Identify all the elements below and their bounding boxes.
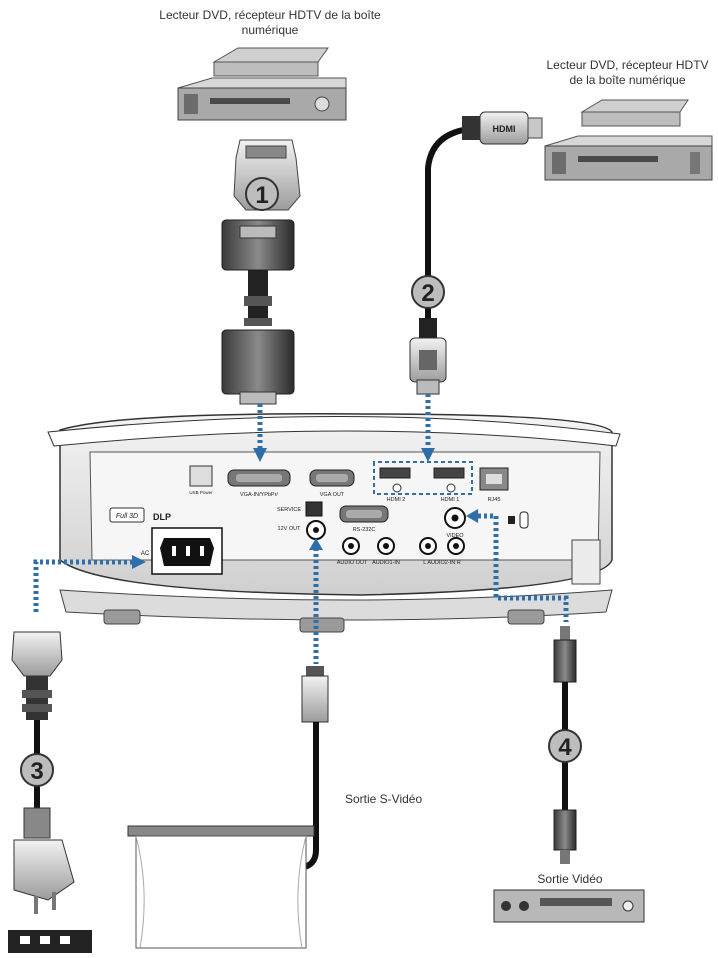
video-arrow-icon bbox=[466, 509, 478, 523]
callout-2-number: 2 bbox=[421, 280, 434, 307]
vga-in-label: VGA-IN/YPbPr/ bbox=[240, 492, 278, 498]
vga-arrow-icon bbox=[253, 448, 267, 462]
hdmi2-port[interactable] bbox=[379, 467, 411, 479]
dvd-player-top bbox=[177, 47, 347, 121]
hdmi2-label: HDMI 2 bbox=[387, 497, 406, 503]
audio2-in-label: L AUDIO2-IN R bbox=[423, 560, 460, 566]
ac-arrow-icon bbox=[132, 555, 146, 569]
lock-icon bbox=[508, 516, 515, 524]
caption-svideo-out: Sortie S-Vidéo bbox=[345, 792, 423, 806]
hdmi-arrow-icon bbox=[421, 448, 435, 462]
usb-power-label: USB Power bbox=[189, 490, 213, 495]
caption-video-out: Sortie Vidéo bbox=[537, 872, 603, 886]
dvd-player-right bbox=[544, 99, 713, 181]
projector: USB Power VGA-IN/YPbPr/ VGA OUT HDMI 2 H… bbox=[47, 413, 621, 633]
callout-4: 4 bbox=[548, 729, 582, 763]
projection-screen bbox=[127, 825, 315, 949]
audio-out-label: AUDIO OUT bbox=[337, 560, 368, 566]
audio1-in-label: AUDIO1-IN bbox=[372, 560, 400, 566]
ac-label: AC bbox=[141, 551, 150, 557]
kensington-slot[interactable] bbox=[519, 511, 529, 529]
callout-1-number: 1 bbox=[255, 182, 268, 209]
vga-out-label: VGA OUT bbox=[320, 492, 345, 498]
power-cable bbox=[8, 631, 92, 953]
callout-3-number: 3 bbox=[30, 758, 43, 785]
callout-1: 1 bbox=[245, 177, 279, 211]
rca-video-cable bbox=[553, 626, 577, 864]
dlp-logo: DLP bbox=[153, 512, 171, 522]
hdmi1-label: HDMI 1 bbox=[441, 497, 460, 503]
hdmi1-port[interactable] bbox=[433, 467, 465, 479]
callout-4-number: 4 bbox=[558, 734, 572, 761]
hdmi-port-group-outline bbox=[373, 461, 473, 495]
caption-dvd-top: Lecteur DVD, récepteur HDTV de la boîte … bbox=[159, 8, 381, 37]
svideo-arrow-icon bbox=[309, 538, 323, 550]
rs232-label: RS-232C bbox=[353, 527, 376, 533]
usb-port[interactable] bbox=[189, 465, 213, 487]
connection-lines bbox=[33, 394, 569, 664]
rj45-label: RJ45 bbox=[488, 497, 501, 503]
callout-2: 2 bbox=[411, 275, 445, 309]
video-label: VIDEO bbox=[446, 533, 464, 539]
callout-3: 3 bbox=[20, 753, 54, 787]
hdmi-cable: HDMI bbox=[409, 111, 543, 395]
vcr-device bbox=[493, 889, 645, 923]
12v-out-label: 12V OUT bbox=[278, 526, 302, 532]
service-port[interactable] bbox=[305, 501, 323, 517]
service-label: SERVICE bbox=[277, 507, 301, 513]
full3d-logo: Full 3D bbox=[116, 513, 138, 520]
ac-dotted-line bbox=[33, 559, 138, 612]
caption-dvd-right: Lecteur DVD, récepteur HDTV de la boîte … bbox=[546, 58, 709, 87]
hdmi-plug-label: HDMI bbox=[493, 124, 516, 134]
